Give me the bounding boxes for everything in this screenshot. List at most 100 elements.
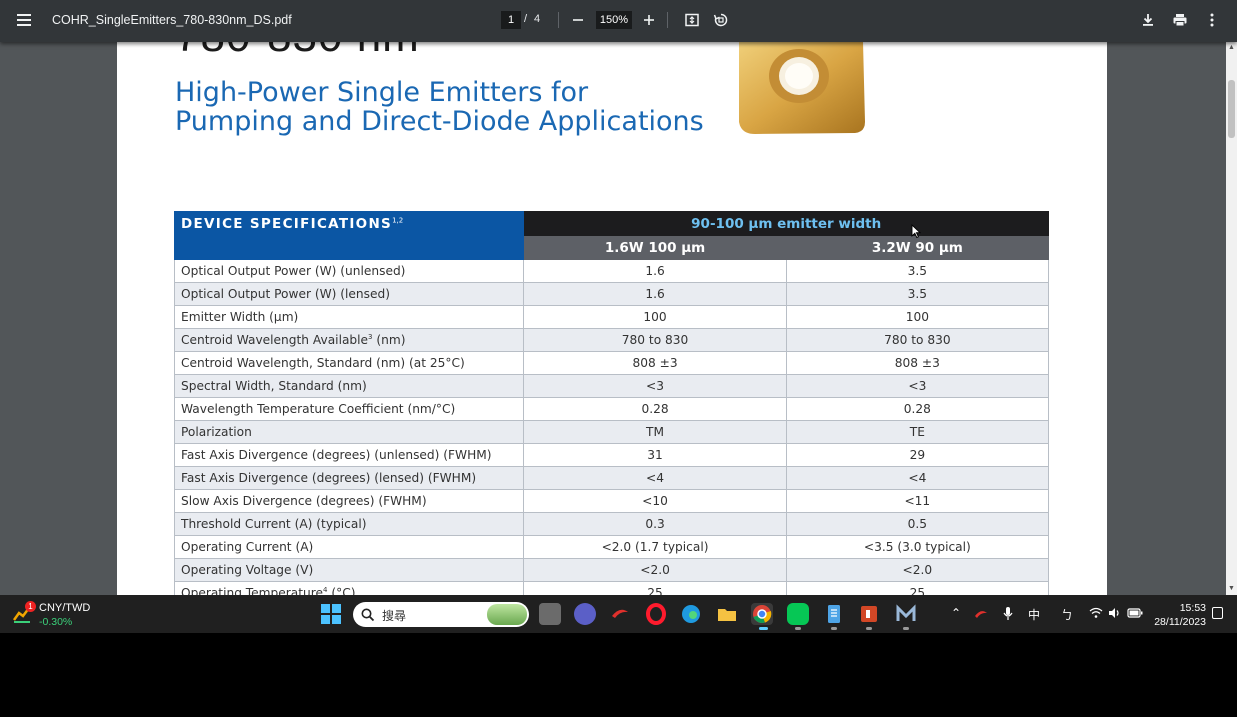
notepad-icon[interactable]	[823, 603, 845, 625]
widget-change: -0.30%	[39, 616, 73, 628]
spec-value: 0.3	[523, 512, 787, 536]
spec-value: <3.5 (3.0 typical)	[785, 535, 1050, 559]
spec-value: 1.6	[523, 282, 787, 306]
microphone-icon[interactable]	[1002, 606, 1014, 621]
pdf-viewer[interactable]: 780-830 nm High-Power Single Emitters fo…	[0, 42, 1237, 595]
download-button[interactable]	[1138, 10, 1158, 30]
table-row: Fast Axis Divergence (degrees) (lensed) …	[173, 466, 1050, 490]
spec-value: <11	[785, 489, 1050, 513]
opera-icon[interactable]	[645, 603, 667, 625]
fit-page-button[interactable]	[682, 10, 702, 30]
search-placeholder: 搜尋	[382, 609, 407, 623]
spec-label: Fast Axis Divergence (degrees) (unlensed…	[173, 443, 525, 467]
line-messenger-icon[interactable]	[787, 603, 809, 625]
menu-icon[interactable]	[14, 11, 34, 31]
zoom-in-button[interactable]	[639, 10, 659, 30]
spec-value: <3	[523, 374, 787, 398]
spec-label: Operating Current (A)	[173, 535, 525, 559]
spec-value: <2.0	[523, 558, 787, 582]
page-number-input[interactable]: 1	[501, 11, 521, 29]
table-title-cell: DEVICE SPECIFICATIONS1,2	[173, 211, 525, 260]
print-button[interactable]	[1170, 10, 1190, 30]
widget-title: CNY/TWD	[39, 602, 91, 614]
more-options-button[interactable]	[1202, 10, 1222, 30]
spec-value: 0.28	[523, 397, 787, 421]
rotate-icon	[713, 13, 728, 27]
search-icon	[361, 608, 375, 622]
vertical-scrollbar[interactable]: ▲ ▼	[1226, 42, 1237, 595]
device-specifications-table: DEVICE SPECIFICATIONS1,2 90-100 µm emitt…	[173, 211, 1050, 595]
scroll-down-icon[interactable]: ▼	[1228, 585, 1235, 592]
plus-icon	[644, 15, 654, 25]
spec-value: 3.5	[785, 282, 1050, 306]
group-header: 90-100 µm emitter width	[523, 211, 1049, 236]
task-view-icon[interactable]	[539, 603, 561, 625]
table-row: Operating Voltage (V)<2.0<2.0	[173, 558, 1050, 582]
chrome-icon[interactable]	[751, 603, 773, 625]
spec-label: Centroid Wavelength Available3 (nm)	[173, 328, 525, 352]
volume-icon[interactable]	[1108, 607, 1122, 619]
spec-label: Wavelength Temperature Coefficient (nm/°…	[173, 397, 525, 421]
table-row: Centroid Wavelength, Standard (nm) (at 2…	[173, 351, 1050, 375]
anydesk-icon[interactable]	[609, 603, 631, 625]
notification-center-icon[interactable]	[1212, 607, 1223, 619]
spec-value: 0.28	[785, 397, 1050, 421]
chevron-up-icon[interactable]: ⌃	[951, 606, 962, 620]
spec-value: 0.5	[785, 512, 1050, 536]
spec-value: 808 ±3	[523, 351, 787, 375]
file-name: COHR_SingleEmitters_780-830nm_DS.pdf	[52, 13, 292, 27]
spec-value: 808 ±3	[785, 351, 1050, 375]
battery-icon[interactable]	[1127, 608, 1143, 618]
mail-m-icon[interactable]	[895, 603, 917, 625]
teams-chat-icon[interactable]	[574, 603, 596, 625]
running-app-indicator	[866, 627, 872, 630]
table-row: Wavelength Temperature Coefficient (nm/°…	[173, 397, 1050, 421]
ime-mode-icon[interactable]: ㄅ	[1061, 608, 1074, 622]
taskbar: 1 CNY/TWD -0.30% 搜尋 ⌃ 中 ㄅ	[0, 595, 1237, 633]
wifi-icon[interactable]	[1089, 607, 1103, 619]
spec-value: <4	[523, 466, 787, 490]
spec-value: 25	[523, 581, 787, 595]
search-highlight-image	[487, 604, 527, 625]
spec-value: 780 to 830	[785, 328, 1050, 352]
spec-value: <4	[785, 466, 1050, 490]
scroll-thumb[interactable]	[1228, 80, 1235, 138]
notification-badge: 1	[25, 601, 36, 612]
spec-label: Operating Voltage (V)	[173, 558, 525, 582]
windows-start-icon[interactable]	[321, 604, 341, 624]
ime-language-indicator[interactable]: 中	[1028, 608, 1041, 622]
powerpoint-icon[interactable]	[858, 603, 880, 625]
table-row: Operating Current (A)<2.0 (1.7 typical)<…	[173, 535, 1050, 559]
zoom-out-button[interactable]	[568, 10, 588, 30]
page-heading: 780-830 nm	[175, 42, 420, 62]
taskbar-search[interactable]: 搜尋	[353, 602, 529, 627]
clock-time[interactable]: 15:53	[1179, 602, 1206, 614]
rotate-button[interactable]	[711, 10, 731, 30]
zoom-input[interactable]: 150%	[596, 11, 632, 29]
clock-date[interactable]: 28/11/2023	[1154, 616, 1206, 628]
minus-icon	[573, 19, 583, 21]
file-explorer-icon[interactable]	[716, 603, 738, 625]
spec-label: Spectral Width, Standard (nm)	[173, 374, 525, 398]
edge-icon[interactable]	[680, 603, 702, 625]
fit-to-page-icon	[685, 13, 699, 27]
pdf-page: 780-830 nm High-Power Single Emitters fo…	[117, 42, 1107, 595]
spec-value: 1.6	[523, 259, 787, 283]
running-app-indicator	[903, 627, 909, 630]
scroll-up-icon[interactable]: ▲	[1228, 44, 1235, 51]
column-header: 1.6W 100 µm	[523, 235, 787, 260]
spec-value: 29	[785, 443, 1050, 467]
spec-label: Polarization	[173, 420, 525, 444]
table-row: Spectral Width, Standard (nm)<3<3	[173, 374, 1050, 398]
toolbar-divider	[667, 12, 668, 28]
spec-value: TE	[785, 420, 1050, 444]
anydesk-tray-icon[interactable]	[973, 607, 989, 621]
active-app-indicator	[759, 627, 768, 630]
spec-value: <10	[523, 489, 787, 513]
download-icon	[1143, 14, 1153, 26]
spec-label: Centroid Wavelength, Standard (nm) (at 2…	[173, 351, 525, 375]
